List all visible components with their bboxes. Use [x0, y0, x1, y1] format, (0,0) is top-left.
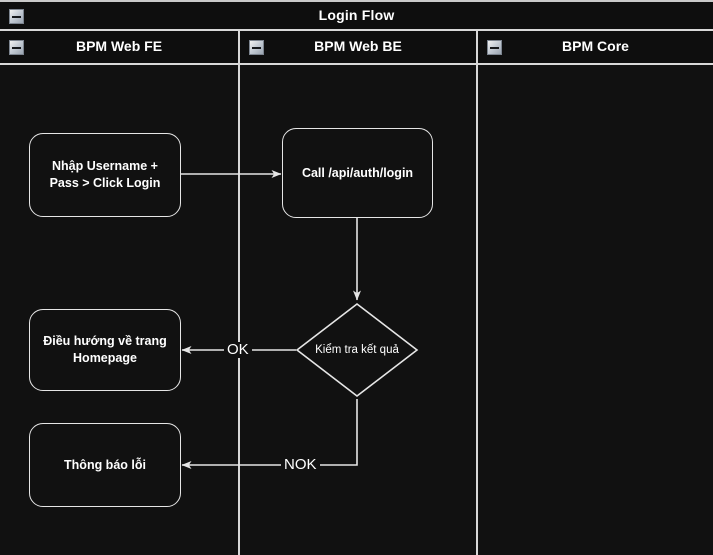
lane-divider-be-core: [476, 31, 478, 555]
edge-label-nok: NOK: [281, 457, 320, 473]
lane-header-fe: BPM Web FE: [0, 31, 238, 65]
pool-title-bar: Login Flow: [0, 2, 713, 31]
edge-label-ok: OK: [224, 342, 252, 358]
lane-body-core: [478, 65, 713, 555]
lane-core-label: BPM Core: [562, 38, 629, 54]
pool-collapse-icon[interactable]: [9, 9, 24, 24]
lane-fe-label: BPM Web FE: [75, 38, 163, 54]
pool-title: Login Flow: [318, 7, 395, 23]
gateway-diamond-shape: [295, 302, 419, 398]
lane-divider-fe-be: [238, 31, 240, 555]
lane-fe-collapse-icon[interactable]: [9, 40, 24, 55]
gateway-check-result-label: Kiểm tra kết quả: [315, 344, 399, 356]
lane-be-label: BPM Web BE: [314, 38, 402, 54]
task-call-login-api[interactable]: Call /api/auth/login: [282, 128, 433, 218]
task-goto-homepage[interactable]: Điều hướng về trang Homepage: [29, 309, 181, 391]
lane-header-core: BPM Core: [478, 31, 713, 65]
task-enter-credentials[interactable]: Nhập Username + Pass > Click Login: [29, 133, 181, 217]
task-show-error[interactable]: Thông báo lỗi: [29, 423, 181, 507]
lane-header-be: BPM Web BE: [240, 31, 476, 65]
lane-be-collapse-icon[interactable]: [249, 40, 264, 55]
lane-core-collapse-icon[interactable]: [487, 40, 502, 55]
gateway-check-result[interactable]: Kiểm tra kết quả: [295, 302, 419, 398]
